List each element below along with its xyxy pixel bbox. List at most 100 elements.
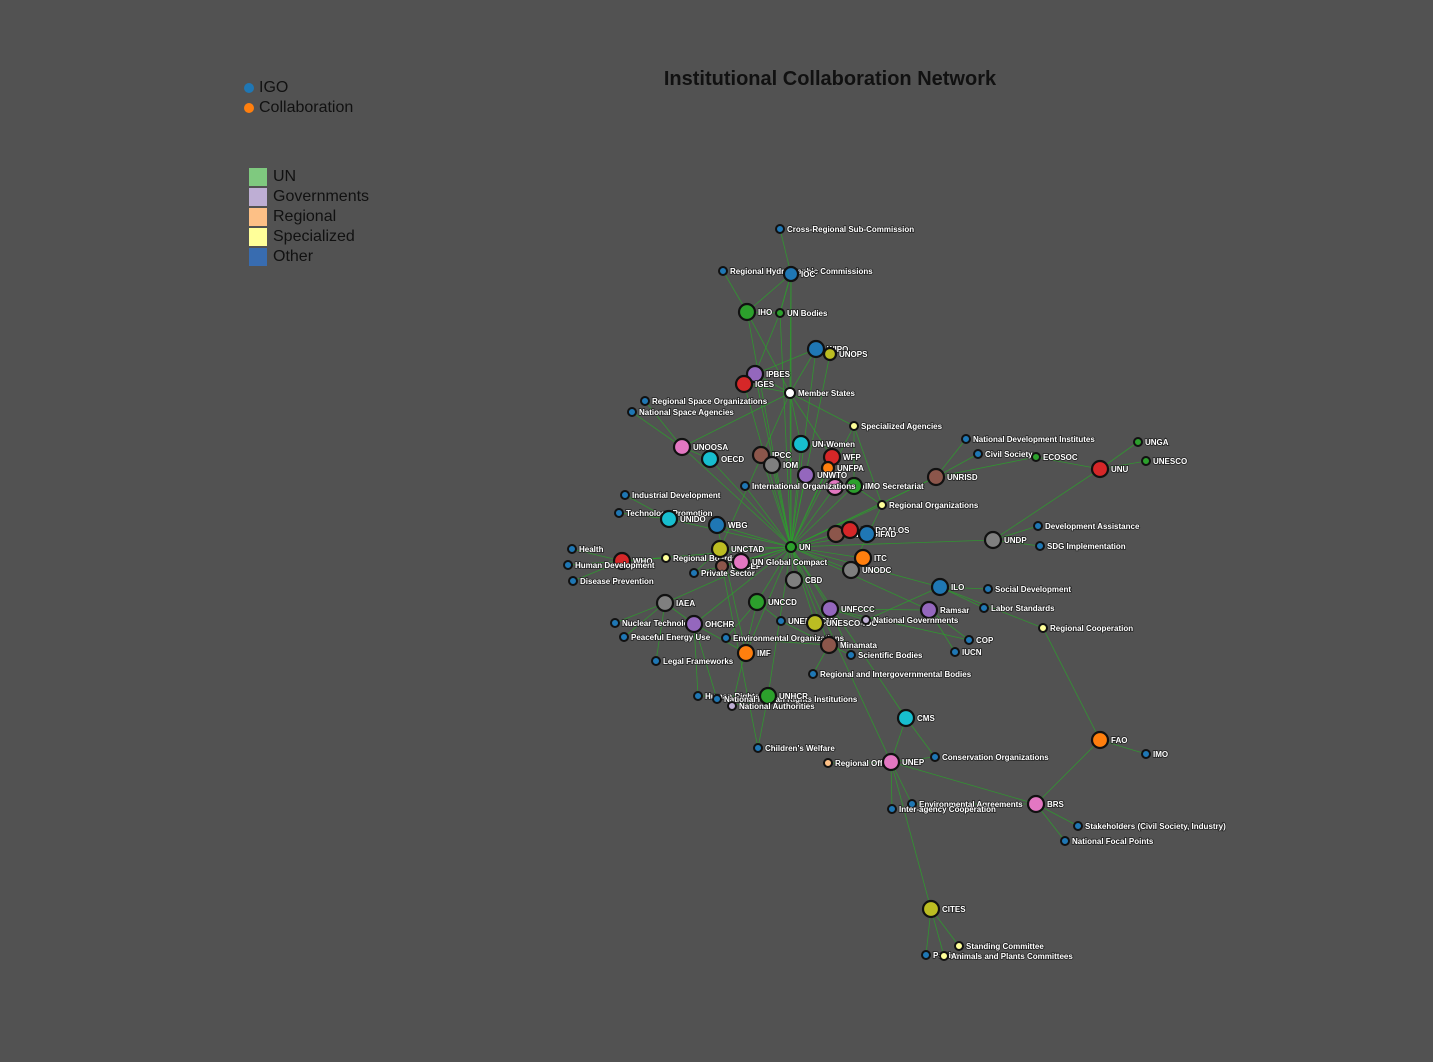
node-circle[interactable]: [1090, 730, 1110, 750]
node-unfccc[interactable]: UNFCCC: [820, 599, 876, 619]
node-cop[interactable]: COP: [964, 635, 995, 646]
node-circle[interactable]: [784, 387, 796, 399]
node-circle[interactable]: [791, 434, 811, 454]
node-circle[interactable]: [820, 460, 836, 476]
node-circle[interactable]: [849, 421, 859, 431]
node-ecosoc[interactable]: ECOSOC: [1031, 452, 1079, 463]
node-circle[interactable]: [820, 599, 840, 619]
node-circle[interactable]: [979, 603, 989, 613]
node-circle[interactable]: [727, 701, 737, 711]
node-unops[interactable]: UNOPS: [822, 346, 869, 362]
node-circle[interactable]: [700, 449, 720, 469]
node-circle[interactable]: [661, 553, 671, 563]
node-circle[interactable]: [710, 539, 730, 559]
node-regional-organizations[interactable]: Regional Organizations: [877, 500, 980, 511]
node-circle[interactable]: [840, 520, 860, 540]
node-circle[interactable]: [1133, 437, 1143, 447]
node-unesco[interactable]: UNESCO: [1141, 456, 1188, 467]
node-national-development-institutes[interactable]: National Development Institutes: [961, 434, 1096, 445]
node-ifad[interactable]: IFAD: [857, 524, 897, 544]
node-circle[interactable]: [747, 592, 767, 612]
node-undp[interactable]: UNDP: [983, 530, 1028, 550]
node-peaceful-energy-use[interactable]: Peaceful Energy Use: [619, 632, 711, 643]
node-iom[interactable]: IOM: [762, 455, 799, 475]
node-circle[interactable]: [1073, 821, 1083, 831]
node-circle[interactable]: [655, 593, 675, 613]
node-national-human-rights-institutions[interactable]: National Human Rights Institutions: [712, 694, 859, 705]
node-circle[interactable]: [740, 481, 750, 491]
node-circle[interactable]: [921, 899, 941, 919]
node-who[interactable]: WHO: [612, 551, 653, 571]
node-circle[interactable]: [887, 804, 897, 814]
node-specialized-agencies[interactable]: Specialized Agencies: [849, 421, 943, 432]
node-iaea[interactable]: IAEA: [655, 593, 696, 613]
node-wipo[interactable]: WIPO: [806, 339, 849, 359]
node-circle[interactable]: [954, 941, 964, 951]
node-circle[interactable]: [964, 635, 974, 645]
node-circle[interactable]: [775, 224, 785, 234]
node-circle[interactable]: [825, 477, 845, 497]
node-environmental-organizations[interactable]: Environmental Organizations: [721, 633, 845, 644]
node-circle[interactable]: [808, 669, 818, 679]
node-human-rights[interactable]: Human Rights: [693, 691, 761, 702]
node-unctad[interactable]: UNCTAD: [710, 539, 765, 559]
node-imo-secretariat[interactable]: IMO Secretariat: [844, 476, 925, 496]
node-imo[interactable]: IMO: [1141, 749, 1169, 760]
node-circle[interactable]: [950, 647, 960, 657]
node-circle[interactable]: [805, 613, 825, 633]
node-social-development[interactable]: Social Development: [983, 584, 1072, 595]
node-ipcc[interactable]: IPCC: [751, 445, 792, 465]
node-circle[interactable]: [896, 708, 916, 728]
node-circle[interactable]: [610, 618, 620, 628]
node-national-authorities[interactable]: National Authorities: [727, 701, 816, 712]
node-circle[interactable]: [919, 600, 939, 620]
node-un-doalos[interactable]: UN-DOALOS: [840, 520, 911, 540]
node-circle[interactable]: [568, 576, 578, 586]
node-circle[interactable]: [961, 434, 971, 444]
node-circle[interactable]: [930, 577, 950, 597]
node-animals-and-plants-committees[interactable]: Animals and Plants Committees: [939, 951, 1074, 962]
node-iges[interactable]: IGES: [734, 374, 776, 394]
node-circle[interactable]: [758, 686, 778, 706]
node-circle[interactable]: [718, 266, 728, 276]
node-children-s-welfare[interactable]: Children's Welfare: [753, 743, 836, 754]
node-legal-frameworks[interactable]: Legal Frameworks: [651, 656, 735, 667]
node-unep[interactable]: UNEP: [881, 752, 926, 772]
node-circle[interactable]: [614, 508, 624, 518]
node-circle[interactable]: [1031, 452, 1041, 462]
node-circle[interactable]: [672, 437, 692, 457]
node-iucn[interactable]: IUCN: [950, 647, 983, 658]
node-national-space-agencies[interactable]: National Space Agencies: [627, 407, 735, 418]
node-disease-prevention[interactable]: Disease Prevention: [568, 576, 655, 587]
node-minamata[interactable]: Minamata: [819, 635, 878, 655]
node-circle[interactable]: [693, 691, 703, 701]
node-circle[interactable]: [1033, 521, 1043, 531]
node-un-bodies[interactable]: UN Bodies: [775, 308, 829, 319]
node-circle[interactable]: [776, 616, 786, 626]
node-circle[interactable]: [731, 552, 751, 572]
node-imf[interactable]: IMF: [736, 643, 772, 663]
node-health[interactable]: Health: [567, 544, 604, 555]
node-un[interactable]: UN: [785, 541, 812, 553]
node-circle[interactable]: [881, 752, 901, 772]
node-unwto[interactable]: UNWTO: [796, 465, 848, 485]
node-international-organizations[interactable]: International Organizations: [740, 481, 857, 492]
node-unu[interactable]: UNU: [1090, 459, 1129, 479]
node-scientific-bodies[interactable]: Scientific Bodies: [846, 650, 924, 661]
node-circle[interactable]: [627, 407, 637, 417]
node-circle[interactable]: [684, 614, 704, 634]
node-circle[interactable]: [714, 558, 730, 574]
node-circle[interactable]: [782, 265, 800, 283]
node-member-states[interactable]: Member States: [784, 387, 856, 399]
node-unccd[interactable]: UNCCD: [747, 592, 798, 612]
node-unido[interactable]: UNIDO: [659, 509, 707, 529]
node-regional-space-organizations[interactable]: Regional Space Organizations: [640, 396, 768, 407]
node-circle[interactable]: [819, 635, 839, 655]
node-human-development[interactable]: Human Development: [563, 560, 656, 571]
node-nuclear-technology[interactable]: Nuclear Technology: [610, 618, 699, 629]
node-circle[interactable]: [707, 515, 727, 535]
node-circle[interactable]: [973, 449, 983, 459]
node-unga[interactable]: UNGA: [1133, 437, 1170, 448]
node-circle[interactable]: [689, 568, 699, 578]
